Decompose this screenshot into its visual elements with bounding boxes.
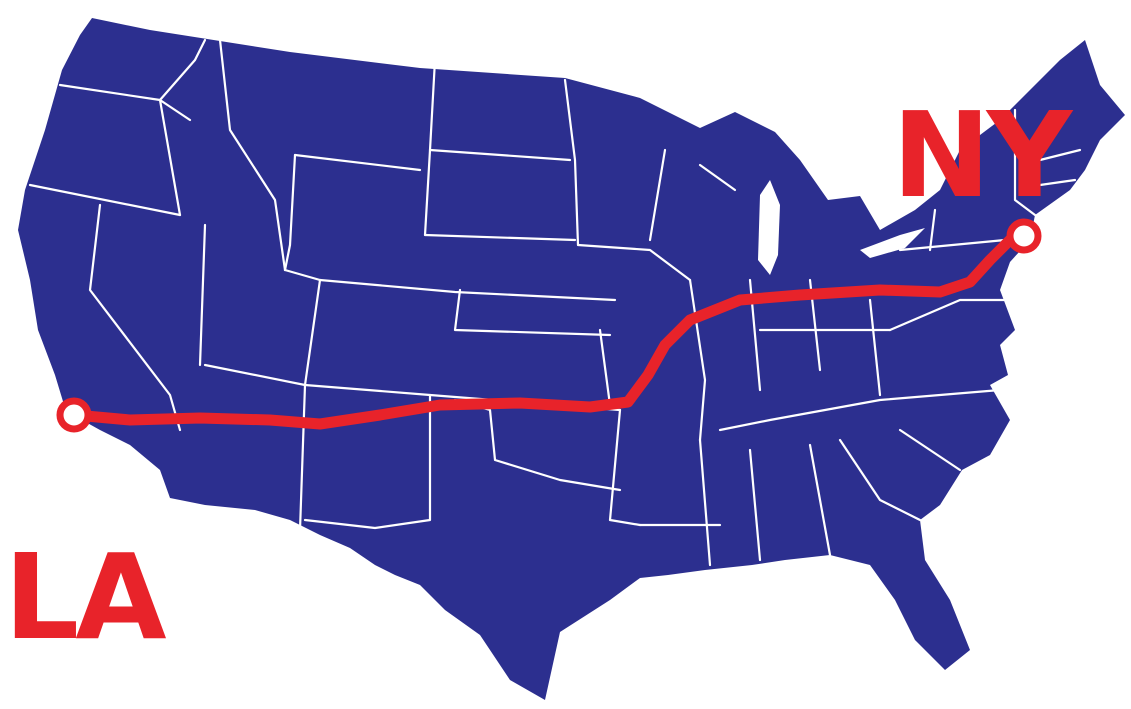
start-marker-la — [56, 397, 92, 433]
city-label-la: LA — [4, 528, 166, 666]
route-path — [69, 234, 1016, 430]
lake-michigan-shape — [758, 180, 780, 275]
usa-land-shape — [18, 18, 1125, 700]
end-marker-ny — [1006, 218, 1042, 254]
city-label-ny: NY — [892, 86, 1074, 224]
lake-erie-shape — [860, 228, 925, 258]
